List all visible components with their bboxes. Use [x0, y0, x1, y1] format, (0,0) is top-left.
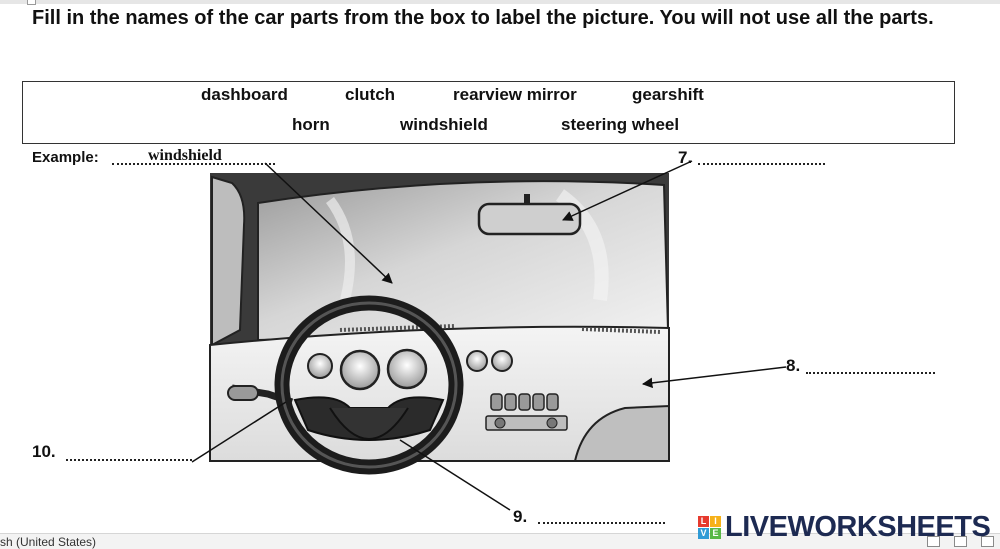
language-indicator[interactable]: sh (United States)	[0, 535, 97, 549]
instructions: Fill in the names of the car parts from …	[32, 7, 934, 29]
gauge	[386, 348, 428, 390]
question-10-answer-field[interactable]	[66, 459, 192, 461]
car-frame	[210, 173, 669, 461]
question-10-number: 10.	[32, 442, 56, 461]
steering-wheel	[274, 295, 464, 475]
logo-letter: I	[710, 516, 721, 527]
word-windshield: windshield	[400, 115, 488, 134]
dashboard	[209, 325, 670, 462]
question-10-arrow	[191, 401, 287, 463]
gauge	[339, 349, 381, 391]
question-7-answer-field[interactable]	[698, 163, 825, 165]
example-answer: windshield	[148, 147, 222, 164]
example-answer-line	[112, 163, 275, 165]
word-dashboard: dashboard	[201, 85, 288, 104]
example-label: Example:	[32, 149, 99, 166]
question-9-arrow	[399, 439, 511, 511]
web-layout-icon[interactable]	[981, 536, 994, 547]
question-9-number: 9.	[513, 507, 528, 526]
question-9-answer-field[interactable]	[538, 522, 665, 524]
question-7-arrow	[562, 160, 693, 221]
rearview-mirror	[477, 202, 582, 236]
print-layout-icon[interactable]	[954, 536, 967, 547]
brand-name: LIVEWORKSHEETS	[725, 511, 991, 543]
liveworksheets-brand: L I V E LIVEWORKSHEETS	[698, 511, 991, 544]
view-buttons	[927, 536, 994, 547]
turn-signal-stalk	[231, 384, 294, 406]
center-console	[485, 393, 568, 431]
logo-letter: L	[698, 516, 709, 527]
page-corner-marker	[27, 0, 36, 5]
question-8-number: 8.	[786, 356, 801, 375]
word-rearview-mirror: rearview mirror	[453, 85, 577, 104]
word-clutch: clutch	[345, 85, 396, 104]
question-8-answer-field[interactable]	[806, 372, 935, 374]
page-top-edge	[0, 0, 1000, 4]
glass-reflection	[555, 189, 609, 301]
question-7-number: 7.	[678, 148, 693, 167]
dash-vent	[339, 324, 456, 332]
dash-vent	[581, 327, 661, 334]
liveworksheets-logo-icon: L I V E	[698, 516, 721, 539]
glove-box	[573, 404, 670, 462]
logo-letter: E	[710, 528, 721, 539]
mirror-mount	[524, 194, 530, 204]
gauge	[491, 350, 513, 372]
word-box: dashboard clutch rearview mirror gearshi…	[22, 81, 955, 144]
word-steering-wheel: steering wheel	[561, 115, 680, 134]
logo-letter: V	[698, 528, 709, 539]
stalk-knob	[227, 385, 259, 401]
word-gearshift: gearshift	[632, 85, 704, 104]
example-arrow	[264, 162, 393, 284]
glass-reflection	[325, 197, 355, 302]
read-mode-icon[interactable]	[927, 536, 940, 547]
gauge	[466, 350, 488, 372]
gauge	[307, 353, 333, 379]
side-window	[211, 175, 246, 347]
question-8-arrow	[641, 366, 787, 389]
status-bar: sh (United States)	[0, 533, 1000, 549]
word-horn: horn	[292, 115, 330, 134]
windshield-glass	[257, 180, 670, 342]
